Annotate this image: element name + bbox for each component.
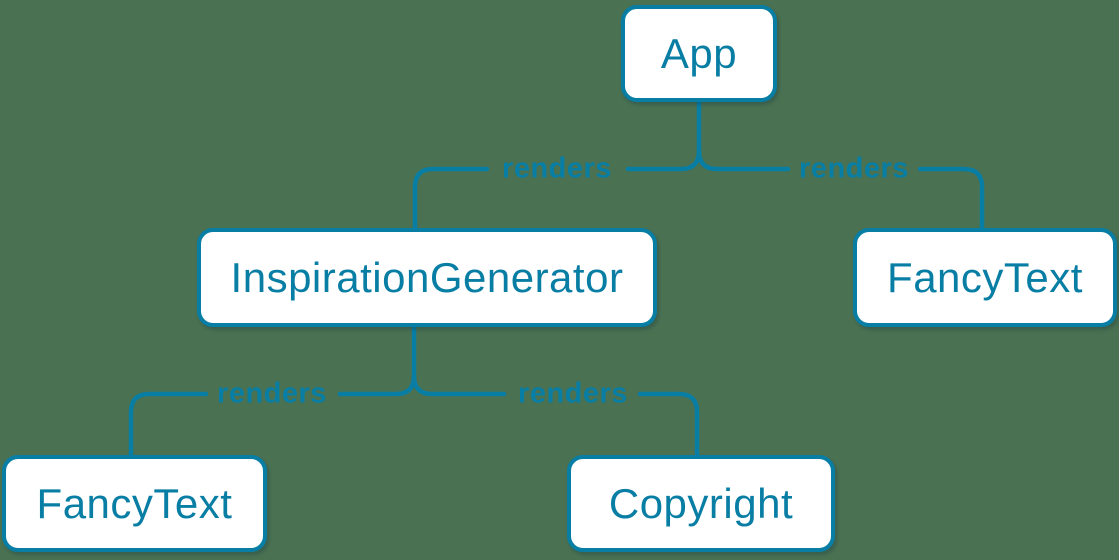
connector-app-to-inspiration-b <box>412 166 490 231</box>
connector-inspiration-to-fancytext-a <box>337 373 417 397</box>
node-inspiration-generator-label: InspirationGenerator <box>230 253 624 301</box>
node-fancy-text-bottom-left-label: FancyText <box>36 479 233 527</box>
edge-label-renders-inspiration-copyright: renders <box>518 377 628 410</box>
connector-inspiration-to-copyright-b <box>637 391 700 458</box>
node-inspiration-generator: InspirationGenerator <box>197 228 657 327</box>
connector-app-to-fancytext-b <box>917 166 985 231</box>
node-fancy-text-bottom-left: FancyText <box>2 455 267 552</box>
edge-label-renders-app-inspiration: renders <box>502 152 612 185</box>
node-fancy-text-top-right-label: FancyText <box>887 253 1083 301</box>
edge-label-renders-app-fancytext: renders <box>799 152 909 185</box>
node-copyright: Copyright <box>567 455 835 552</box>
node-copyright-label: Copyright <box>608 479 794 527</box>
connector-app-to-fancytext-a <box>696 148 791 172</box>
edge-label-renders-inspiration-fancytext: renders <box>217 377 327 410</box>
node-app: App <box>621 5 777 102</box>
connector-inspiration-to-copyright-a <box>411 373 507 397</box>
connector-app-to-inspiration-a <box>625 148 702 172</box>
node-fancy-text-top-right: FancyText <box>853 228 1117 327</box>
connector-inspiration-to-fancytext-b <box>128 391 209 458</box>
node-app-label: App <box>660 29 738 77</box>
